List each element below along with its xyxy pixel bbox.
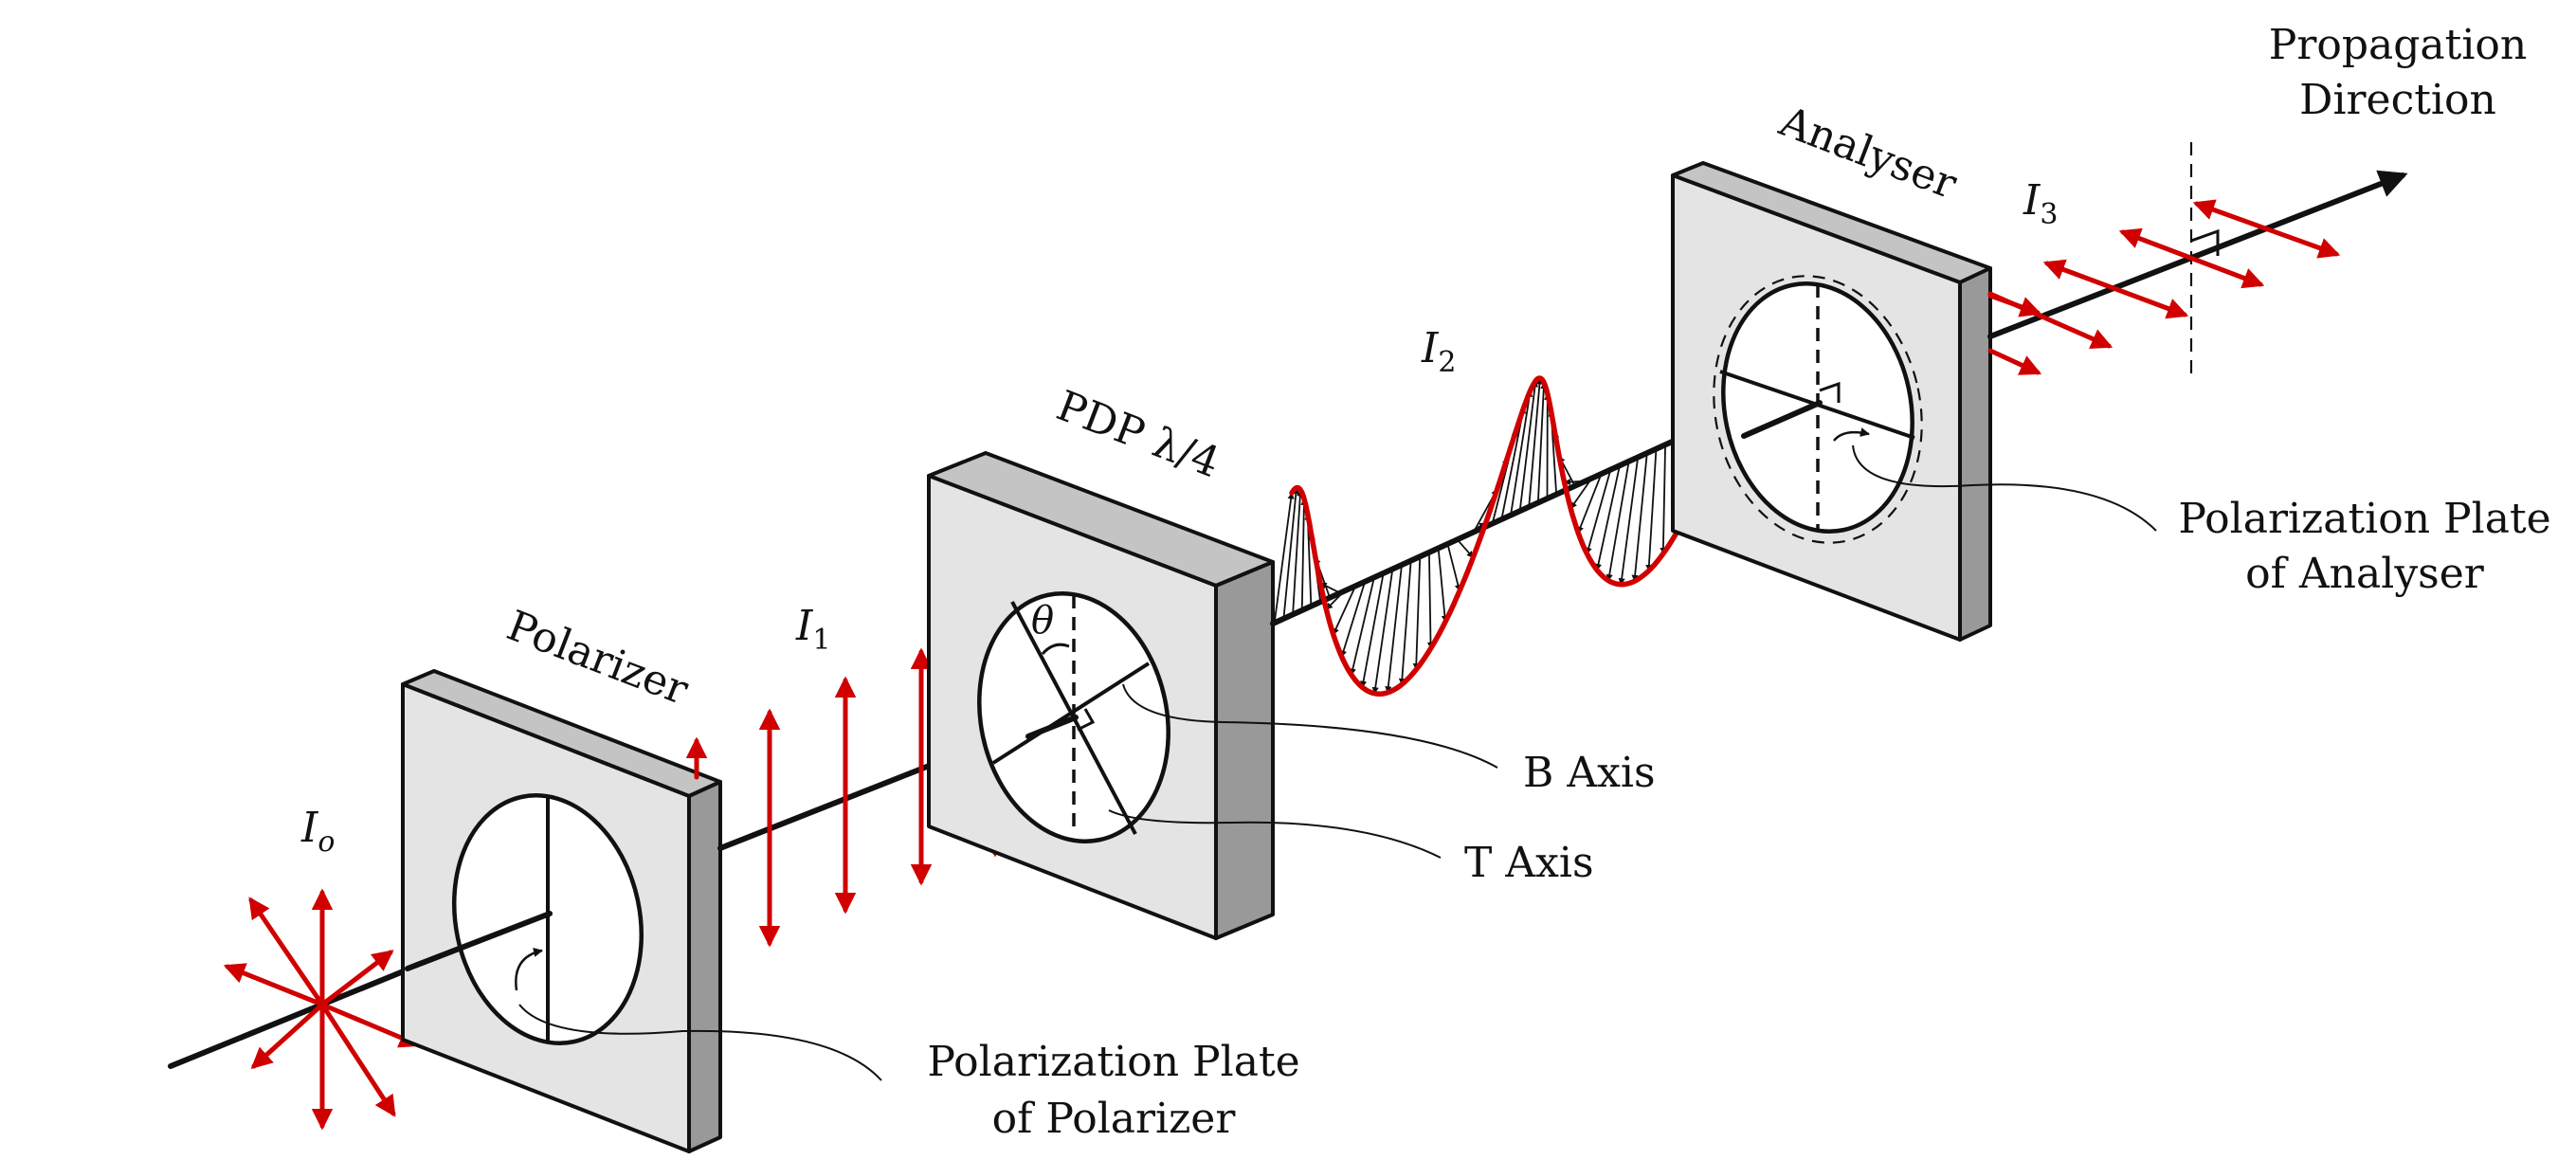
i1-label: I1 xyxy=(795,602,830,657)
field-vector xyxy=(1510,390,1533,515)
field-vector xyxy=(1594,464,1622,571)
field-vector xyxy=(1577,472,1603,534)
field-vector xyxy=(1569,476,1594,510)
pdp-label: PDP λ/4 xyxy=(1050,382,1226,488)
plate-analyser-label-line2: of Analyser xyxy=(2245,550,2485,598)
i3-label: I3 xyxy=(2023,176,2058,231)
propagation-label-line2: Direction xyxy=(2299,76,2496,124)
field-vector xyxy=(1518,380,1539,511)
field-vector xyxy=(1360,571,1385,688)
field-vector xyxy=(1371,567,1394,695)
io-label: Io xyxy=(300,804,335,859)
plate-polarizer-label-line2: of Polarizer xyxy=(992,1095,1237,1143)
i2-label: I2 xyxy=(1421,324,1456,379)
output-polarized-arrows xyxy=(1987,199,2341,375)
field-vector xyxy=(1660,444,1667,555)
field-vector xyxy=(1274,492,1295,622)
leader-polarizer-plate xyxy=(518,1004,882,1081)
t-axis-label: T Axis xyxy=(1464,839,1594,887)
propagation-label-line1: Propagation xyxy=(2269,21,2528,69)
field-vector xyxy=(1446,542,1461,592)
field-vector xyxy=(1645,447,1658,572)
field-vector xyxy=(1585,468,1612,554)
polarizer-plate xyxy=(401,669,722,1153)
b-axis-label: B Axis xyxy=(1523,749,1656,797)
field-vector xyxy=(1437,546,1448,623)
field-vector xyxy=(1528,377,1544,506)
plate-analyser-label-line1: Polarization Plate xyxy=(2178,495,2550,543)
field-vector xyxy=(1631,452,1648,583)
analyser-plate xyxy=(1671,161,1992,642)
field-vector xyxy=(1292,489,1304,613)
analyser-label: Analyser xyxy=(1772,97,1964,208)
field-vector xyxy=(1385,563,1404,694)
field-vector xyxy=(1537,382,1548,502)
theta-label: θ xyxy=(1031,599,1054,643)
field-vector xyxy=(1332,583,1358,636)
unpolarized-light-star xyxy=(223,888,422,1131)
plate-polarizer-label-line1: Polarization Plate xyxy=(927,1038,1299,1086)
field-vector xyxy=(1398,558,1412,686)
field-vector xyxy=(1349,575,1376,676)
field-vector xyxy=(1325,587,1349,610)
field-vector xyxy=(1340,579,1367,658)
field-vector xyxy=(1300,498,1308,609)
field-vector xyxy=(1412,554,1422,671)
field-vector xyxy=(1426,551,1435,649)
leader-analyser-plate xyxy=(1852,444,2157,532)
field-vector xyxy=(1282,486,1299,617)
field-vector xyxy=(1605,460,1630,582)
leader-t-axis xyxy=(1108,809,1442,859)
field-vector xyxy=(1563,478,1584,486)
pdp-plate: θ xyxy=(927,451,1275,940)
field-vector xyxy=(1319,582,1339,593)
field-vector xyxy=(1456,537,1474,558)
polarizer-label: Polarizer xyxy=(500,602,696,716)
leader-b-axis xyxy=(1122,683,1498,769)
field-vector xyxy=(1618,456,1640,586)
